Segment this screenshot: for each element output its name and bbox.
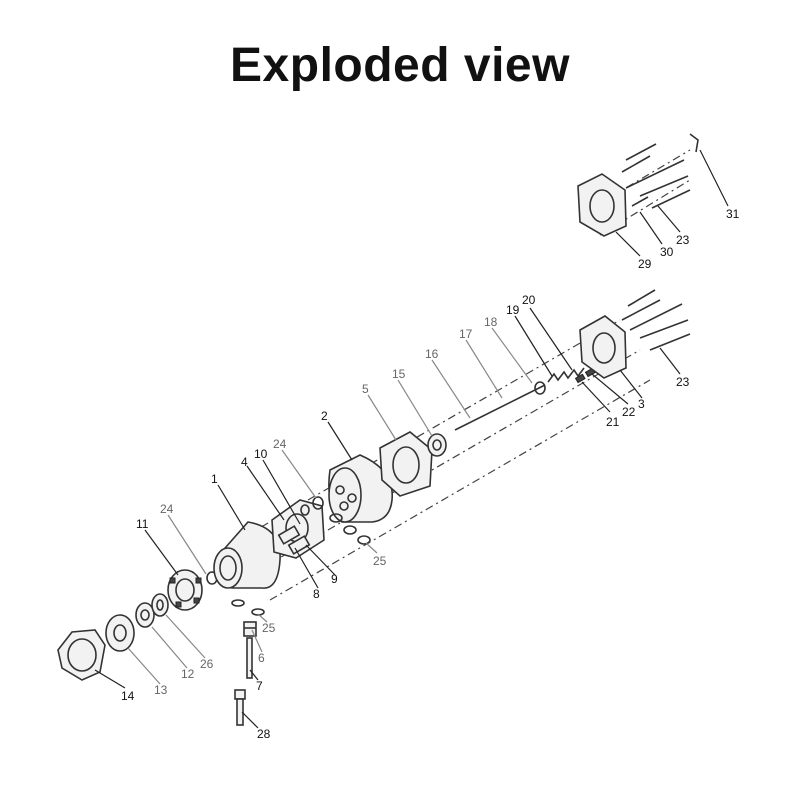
part-8-9-10-pistons <box>277 504 311 555</box>
callout-7: 7 <box>256 679 263 693</box>
part-19-20-spring <box>547 367 585 383</box>
part-23-bolts-lower <box>621 289 691 351</box>
callout-10: 10 <box>254 447 268 461</box>
callout-26: 26 <box>200 657 214 671</box>
callout-23-upper: 23 <box>676 233 690 247</box>
part-7-screw <box>246 637 253 679</box>
callout-22: 22 <box>622 405 636 419</box>
part-28-bolt <box>234 689 246 726</box>
callout-24-left: 24 <box>160 502 174 516</box>
part-16-17-shaft <box>454 384 546 431</box>
callout-12: 12 <box>181 667 195 681</box>
callout-13: 13 <box>154 683 168 697</box>
callout-1: 1 <box>211 472 218 486</box>
part-24-o-ring-right <box>312 496 324 510</box>
part-5-cover-plate <box>379 431 433 497</box>
leader-lines <box>94 149 729 729</box>
part-1-housing <box>213 521 281 589</box>
callout-5: 5 <box>362 382 369 396</box>
callout-19: 19 <box>506 303 520 317</box>
callout-25-lower: 25 <box>262 621 276 635</box>
callout-3: 3 <box>638 397 645 411</box>
part-25-washers-lower <box>231 599 265 616</box>
part-29-flange <box>577 173 627 237</box>
callout-15: 15 <box>392 367 406 381</box>
callout-17: 17 <box>459 327 473 341</box>
callout-4: 4 <box>241 455 248 469</box>
callout-labels: 14 13 12 26 11 24 1 4 10 24 8 9 25 25 6 … <box>121 207 740 741</box>
callout-25-upper: 25 <box>373 554 387 568</box>
part-23-bolts-upper <box>621 143 691 209</box>
part-3-end-flange <box>579 315 627 379</box>
callout-30: 30 <box>660 245 674 259</box>
part-13-washer <box>105 614 135 652</box>
callout-14: 14 <box>121 689 135 703</box>
page-title: Exploded view <box>230 39 570 92</box>
callout-16: 16 <box>425 347 439 361</box>
callout-20: 20 <box>522 293 536 307</box>
callout-11: 11 <box>136 517 149 531</box>
part-25-washers-upper <box>329 513 371 545</box>
part-18-ring <box>534 381 546 395</box>
callout-24-right: 24 <box>273 437 287 451</box>
part-15-bearing <box>427 433 447 457</box>
part-2-cylinder-body <box>328 454 393 523</box>
callout-2: 2 <box>321 409 328 423</box>
part-14-hex-nut <box>57 629 106 681</box>
callout-28: 28 <box>257 727 271 741</box>
callout-18: 18 <box>484 315 498 329</box>
callout-23-lower: 23 <box>676 375 690 389</box>
part-30-screw <box>631 196 649 207</box>
callout-6: 6 <box>258 651 265 665</box>
callout-21: 21 <box>606 415 620 429</box>
part-26-ring <box>151 593 169 617</box>
callout-8: 8 <box>313 587 320 601</box>
callout-29: 29 <box>638 257 652 271</box>
callout-9: 9 <box>331 572 338 586</box>
callout-31: 31 <box>726 207 740 221</box>
part-12-ring <box>135 602 155 628</box>
part-11-gear-hub <box>167 569 203 611</box>
part-21-22-screws <box>574 367 596 384</box>
part-31-elbow-fitting <box>689 133 699 153</box>
